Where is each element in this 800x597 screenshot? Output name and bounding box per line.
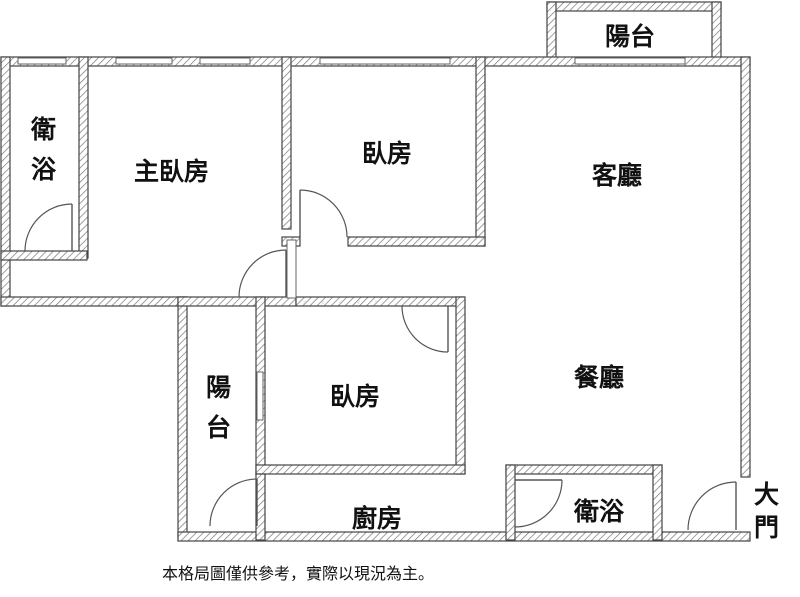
wall-balcony-top-right bbox=[711, 1, 722, 61]
door-bedroom-1 bbox=[299, 189, 348, 238]
wall-bedroom2-right bbox=[455, 296, 466, 475]
label-balcony-left-2: 台 bbox=[206, 413, 231, 442]
wall-bedroom1-right bbox=[475, 56, 486, 247]
windows bbox=[17, 57, 686, 421]
window-top-4 bbox=[319, 57, 451, 65]
wall-bath2-right bbox=[652, 464, 663, 541]
wall-bath2-top bbox=[505, 464, 663, 475]
wall-corridor-bottom bbox=[177, 296, 297, 307]
wall-bedroom1-bottom-b bbox=[347, 236, 486, 247]
wall-left-bottom bbox=[0, 296, 188, 307]
window-balcony-left bbox=[256, 371, 264, 421]
label-living-room: 客廳 bbox=[592, 161, 642, 190]
label-bedroom-1: 臥房 bbox=[362, 139, 412, 168]
label-master-bedroom: 主臥房 bbox=[134, 157, 209, 186]
label-entrance-2: 門 bbox=[754, 513, 779, 542]
window-top-1 bbox=[17, 57, 67, 65]
wall-southwest bbox=[177, 296, 188, 541]
label-bathroom-2: 衛浴 bbox=[573, 497, 625, 526]
door-master-bath bbox=[24, 203, 73, 252]
wall-master-bath-right bbox=[78, 56, 89, 259]
door-balcony-left bbox=[209, 478, 258, 527]
label-kitchen: 廚房 bbox=[352, 504, 402, 533]
window-top-5 bbox=[574, 57, 686, 65]
door-bathroom-2 bbox=[514, 479, 563, 528]
wall-bath2-left bbox=[505, 464, 516, 541]
door-master-bedroom bbox=[238, 249, 287, 298]
label-entrance-1: 大 bbox=[754, 480, 779, 509]
footer-disclaimer: 本格局圖僅供參考，實際以現況為主。 bbox=[162, 564, 434, 583]
doors bbox=[24, 189, 737, 531]
door-entrance bbox=[687, 481, 737, 531]
wall-master-bedroom-right bbox=[281, 56, 292, 230]
wall-kitchen-left bbox=[255, 473, 266, 541]
window-top-2 bbox=[115, 57, 173, 65]
label-bedroom-2: 臥房 bbox=[330, 382, 380, 411]
wall-outer-right bbox=[740, 56, 751, 478]
label-master-bath-2: 浴 bbox=[31, 155, 57, 184]
label-balcony-left-1: 陽 bbox=[206, 373, 231, 402]
window-top-3 bbox=[199, 57, 251, 65]
wall-outer-left bbox=[0, 56, 11, 307]
wall-balcony-top-top bbox=[546, 1, 722, 12]
label-balcony-top: 陽台 bbox=[605, 22, 655, 51]
window-bedroom-door-gap bbox=[286, 239, 297, 299]
wall-outer-bottom bbox=[177, 531, 751, 542]
label-dining-room: 餐廳 bbox=[574, 363, 624, 392]
wall-master-bath-bottom bbox=[0, 250, 88, 261]
wall-bedroom2-bottom bbox=[255, 464, 466, 475]
walls bbox=[0, 1, 751, 542]
wall-balcony-top-left bbox=[546, 1, 557, 61]
door-bedroom-2 bbox=[401, 305, 449, 353]
svg-text:· · · · ·: · · · · · bbox=[300, 286, 380, 319]
watermark: · · · · · bbox=[300, 286, 380, 319]
label-master-bath-1: 衛 bbox=[30, 115, 56, 144]
